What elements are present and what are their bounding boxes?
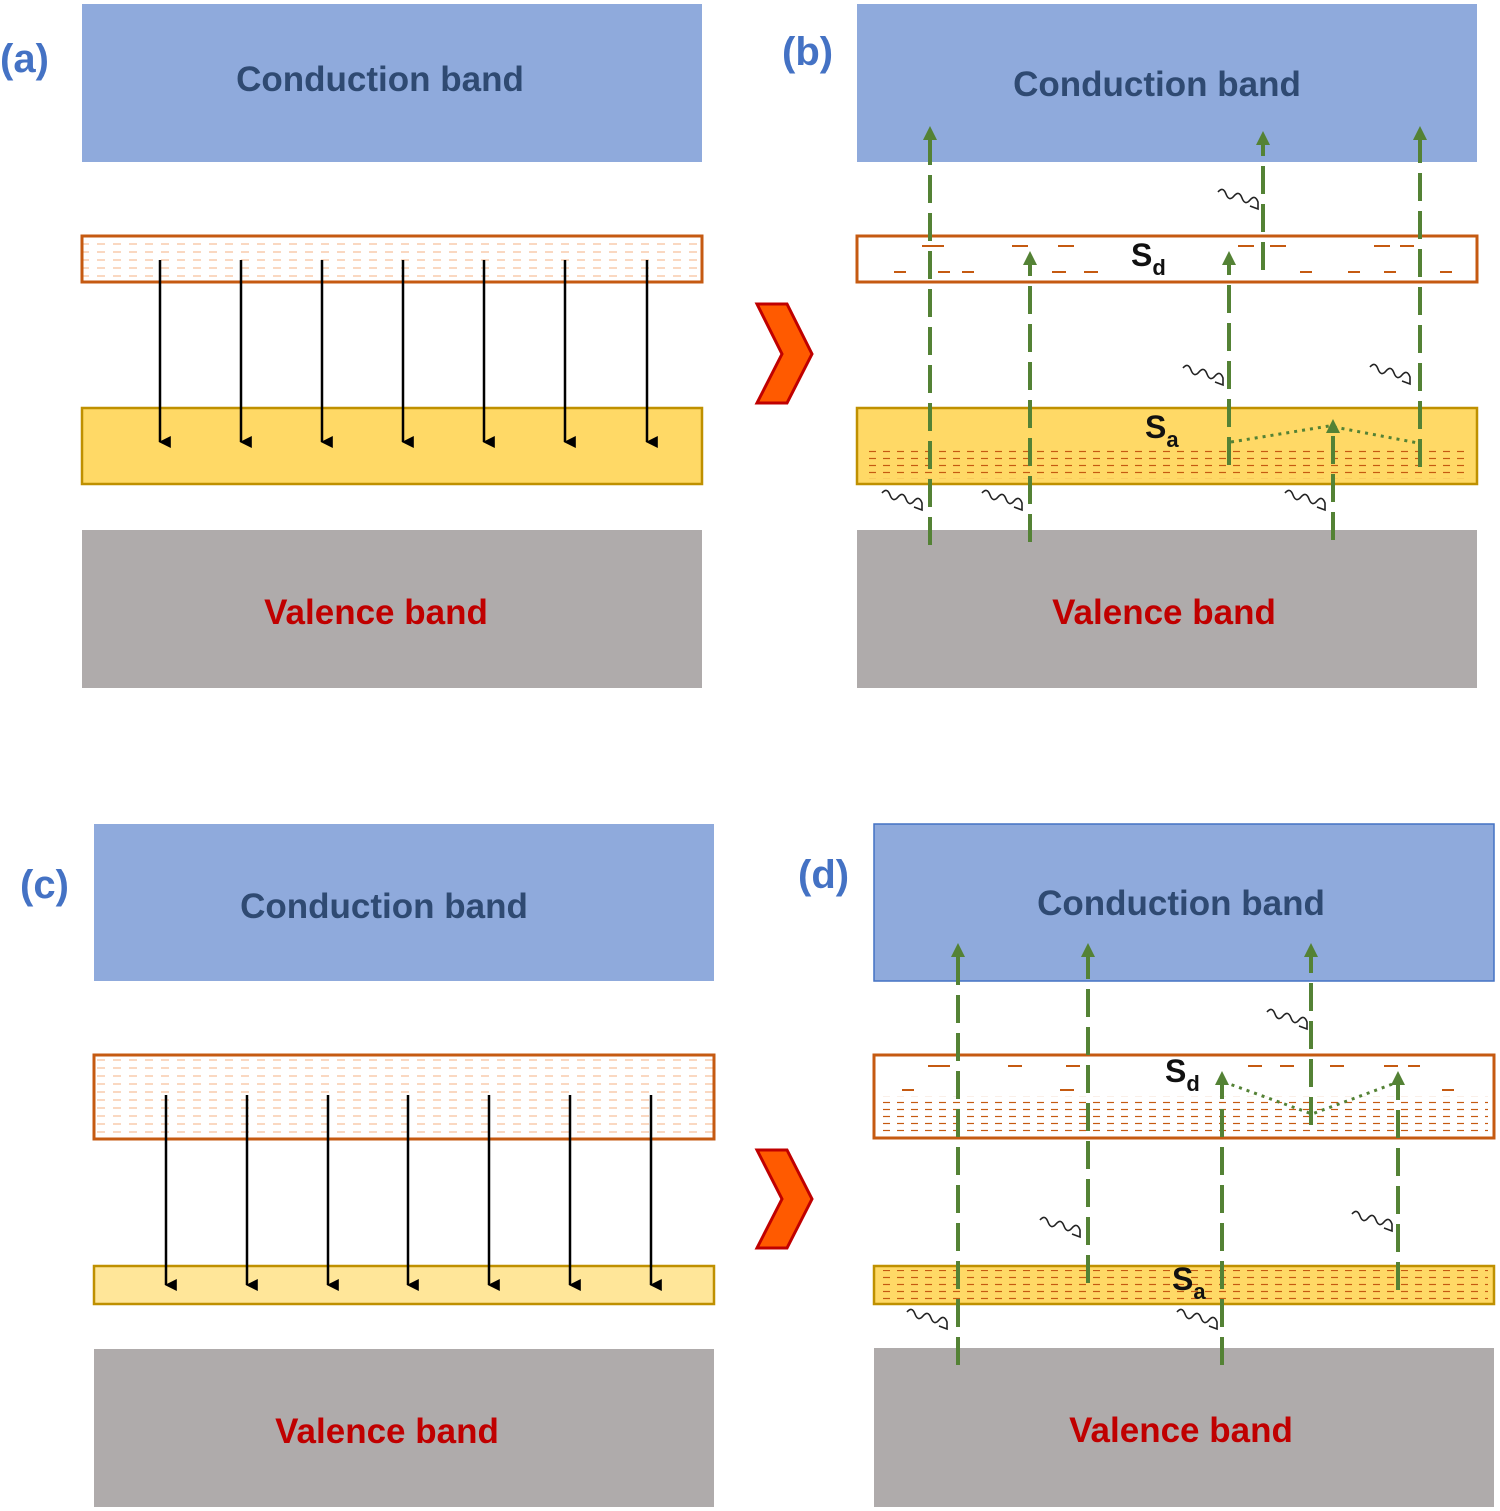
donor-top-electrons-d (902, 1065, 1454, 1091)
conduction-band-b (857, 4, 1477, 162)
chevron-right-icon (754, 1148, 814, 1250)
photons-b (881, 188, 1411, 512)
photon-wave-icon (1369, 363, 1411, 386)
photon-wave-icon (981, 489, 1023, 512)
chevron-right-icon (754, 302, 814, 405)
photons-d (906, 1008, 1393, 1331)
excitation-arrows-d (951, 943, 1405, 1365)
panel-c-label: (c) (20, 863, 69, 907)
photon-wave-icon (1176, 1308, 1218, 1331)
photon-wave-icon (1182, 364, 1224, 387)
conduction-band-d-label: Conduction band (1037, 884, 1325, 923)
valence-band-a (82, 530, 702, 688)
donor-level-b-label: Sd (1131, 237, 1166, 280)
panel-a: (a) Conduction band Valence band (0, 4, 704, 688)
panel-b: (b) Conduction band Sd (782, 4, 1479, 688)
conduction-band-b-label: Conduction band (1013, 65, 1301, 104)
relaxation-arrows-a (158, 260, 658, 448)
conduction-band-c-label: Conduction band (240, 887, 528, 926)
valence-band-a-label: Valence band (264, 593, 488, 632)
valence-band-c (94, 1349, 714, 1507)
donor-level-d-label: Sd (1165, 1053, 1200, 1096)
valence-band-d-label: Valence band (1069, 1411, 1293, 1450)
photon-wave-icon (906, 1308, 948, 1331)
donor-level-a (80, 234, 704, 284)
valence-band-c-label: Valence band (275, 1412, 499, 1451)
panel-b-label: (b) (782, 30, 833, 74)
valence-band-b (857, 530, 1477, 688)
relaxation-arrows-c (164, 1095, 662, 1291)
acceptor-electrons-b (864, 447, 1470, 479)
valence-band-d (874, 1348, 1494, 1507)
panel-c: (c) Conduction band Valence band (20, 824, 716, 1507)
photon-wave-icon (1039, 1216, 1081, 1239)
donor-electrons-d (880, 1096, 1488, 1134)
conduction-band-c (94, 824, 714, 981)
conduction-band-a-label: Conduction band (236, 60, 524, 99)
acceptor-level-b-label: Sa (1145, 409, 1179, 452)
dotted-transfer-line (1230, 424, 1419, 445)
excitation-arrows-b (923, 126, 1427, 545)
photon-wave-icon (1266, 1008, 1308, 1031)
acceptor-level-d-label: Sa (1172, 1261, 1206, 1304)
acceptor-electrons-d (880, 1270, 1488, 1300)
energy-transfer-d (1223, 1080, 1399, 1116)
conduction-band-a (82, 4, 702, 162)
donor-electrons-b (894, 245, 1452, 273)
acceptor-level-c (92, 1264, 716, 1306)
conduction-band-d (873, 823, 1495, 982)
photon-wave-icon (1284, 489, 1326, 512)
dotted-transfer-line (1223, 1080, 1399, 1116)
photon-wave-icon (1217, 188, 1259, 211)
panel-d-label: (d) (798, 853, 849, 897)
valence-band-b-label: Valence band (1052, 593, 1276, 632)
donor-level-c (92, 1053, 716, 1141)
panel-d: (d) Conduction band Sd Sa Val (798, 823, 1496, 1507)
photon-wave-icon (881, 489, 923, 512)
panel-a-label: (a) (0, 37, 49, 81)
photon-wave-icon (1351, 1210, 1393, 1233)
energy-transfer-b (1230, 424, 1419, 445)
donor-level-b (855, 234, 1479, 284)
acceptor-level-a (80, 406, 704, 486)
